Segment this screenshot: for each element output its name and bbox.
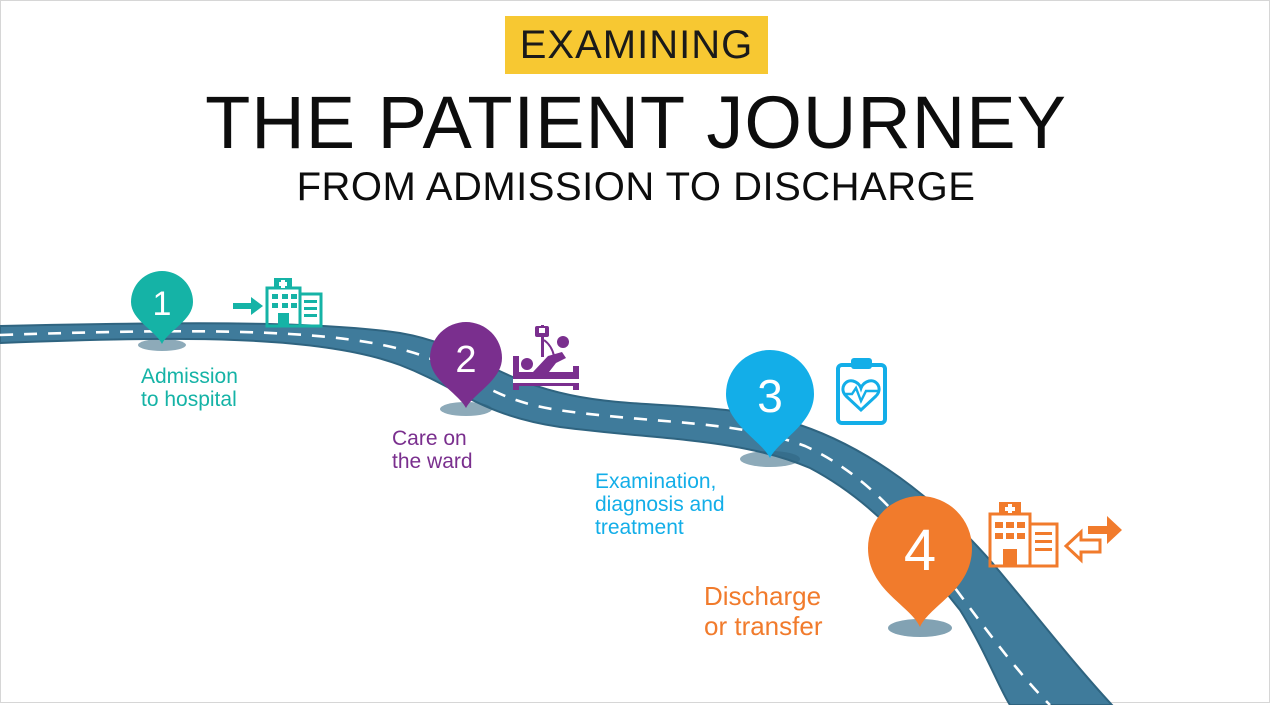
- arrow-to-hospital-icon: [233, 278, 323, 328]
- pin-shadow-2: [440, 402, 492, 416]
- pin-marker-2: [430, 322, 502, 408]
- clipboard-heart-icon: [836, 358, 887, 425]
- step-number-2: 2: [455, 339, 476, 381]
- hospital-bed-patient-icon: [513, 325, 579, 390]
- page-title: THE PATIENT JOURNEY: [205, 81, 1067, 164]
- pin-marker-3: [726, 350, 814, 458]
- step-1: 1: [131, 271, 323, 351]
- examining-badge: EXAMINING: [505, 16, 768, 74]
- hospital-transfer-arrows-icon: [988, 502, 1122, 568]
- step-number-3: 3: [757, 370, 783, 422]
- step-label-3: Examination, diagnosis and treatment: [595, 470, 725, 539]
- step-label-4: Discharge or transfer: [704, 581, 823, 641]
- step-number-4: 4: [904, 518, 936, 583]
- road-center-line: [0, 329, 1051, 705]
- step-label-1: Admission to hospital: [141, 365, 238, 411]
- pin-marker-1: [131, 271, 193, 344]
- page-subtitle: FROM ADMISSION TO DISCHARGE: [296, 165, 976, 209]
- step-label-2: Care on the ward: [392, 427, 473, 473]
- pin-shadow-3: [740, 451, 800, 467]
- pin-shadow-4: [888, 619, 952, 637]
- step-number-1: 1: [153, 285, 172, 323]
- step-3: 3: [726, 350, 887, 467]
- pin-shadow-1: [138, 339, 186, 351]
- step-2: 2: [430, 322, 579, 416]
- pin-marker-4: [868, 496, 972, 627]
- step-4: 4: [868, 496, 1122, 637]
